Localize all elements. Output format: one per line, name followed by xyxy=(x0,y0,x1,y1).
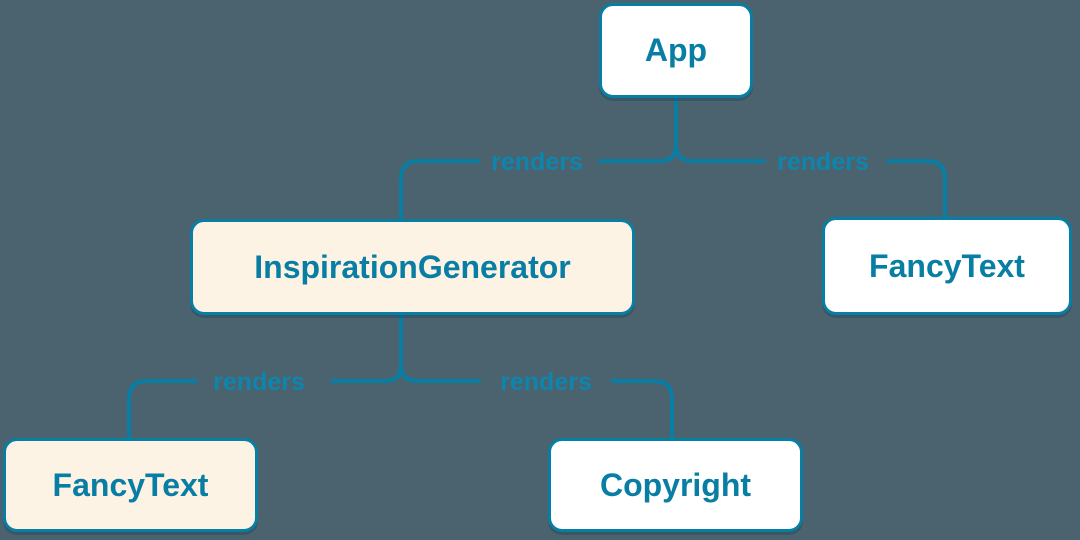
node-fancy-text-bottom-label: FancyText xyxy=(52,466,209,503)
edge-label-renders-4: renders xyxy=(500,368,592,396)
edge-label-renders-3: renders xyxy=(213,368,305,396)
node-copyright: Copyright xyxy=(548,438,803,532)
node-fancy-text-top-label: FancyText xyxy=(869,247,1025,284)
node-app: App xyxy=(599,3,753,98)
node-fancy-text-top: FancyText xyxy=(822,217,1072,315)
node-app-label: App xyxy=(644,32,708,68)
node-inspiration-generator: InspirationGenerator xyxy=(190,219,635,315)
node-fancy-text-bottom: FancyText xyxy=(3,438,258,532)
edge-label-renders-2: renders xyxy=(777,148,869,176)
edge-label-renders-1: renders xyxy=(491,148,583,176)
node-copyright-label: Copyright xyxy=(599,466,752,503)
edge-app-to-fancytext xyxy=(674,96,947,219)
node-inspiration-generator-label: InspirationGenerator xyxy=(254,248,571,285)
edge-inspirationgenerator-to-copyright xyxy=(399,315,674,440)
